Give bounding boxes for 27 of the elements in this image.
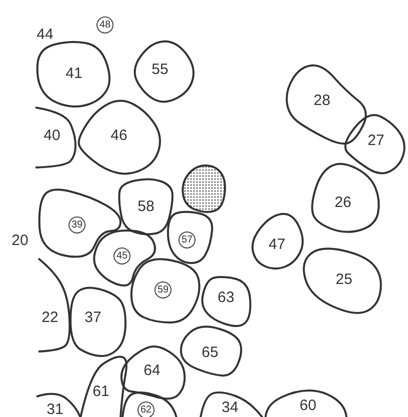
region-number: 64: [144, 362, 160, 379]
region-number: 65: [202, 344, 218, 361]
region-number: 28: [314, 92, 330, 109]
region-number: 63: [218, 289, 234, 306]
region-number: 31: [46, 401, 64, 417]
region-number: 61: [92, 383, 110, 400]
region-number: 45: [114, 248, 130, 264]
region-number: 59: [154, 282, 172, 298]
region-number: 60: [300, 397, 316, 414]
region-number: 55: [152, 61, 168, 78]
region-number: 41: [66, 65, 82, 82]
region-number: 27: [368, 132, 384, 149]
region-number: 40: [44, 127, 60, 144]
region-number: 34: [222, 399, 238, 416]
region-number: 46: [110, 127, 128, 144]
region-number: 26: [334, 194, 352, 211]
region-number: 62: [138, 402, 154, 417]
region-number: 58: [138, 198, 154, 215]
region-number: 22: [42, 309, 58, 326]
region-number: 44: [36, 26, 54, 43]
region-number: 20: [12, 232, 28, 249]
region-number: 57: [178, 232, 196, 248]
region-number: 48: [96, 16, 114, 34]
region-number: 39: [68, 216, 86, 234]
region-number: 47: [268, 236, 286, 253]
region-number: 37: [84, 309, 102, 326]
region-number: 25: [336, 271, 352, 288]
